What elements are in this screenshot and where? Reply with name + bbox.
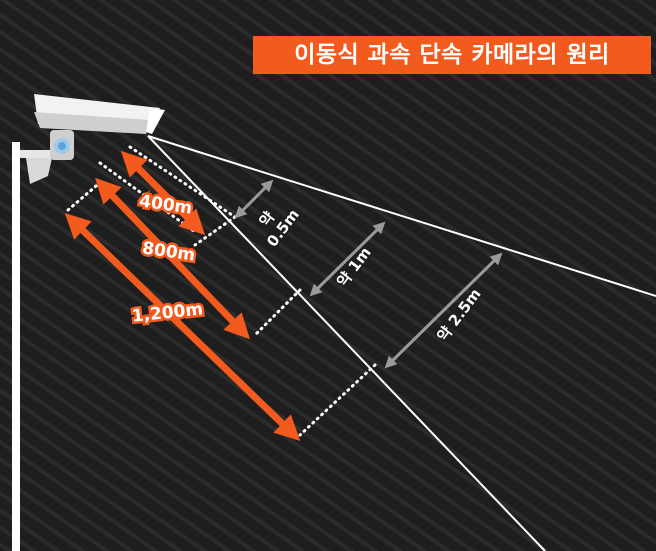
width-arrows	[234, 179, 503, 369]
page-title: 이동식 과속 단속 카메라의 원리	[253, 36, 651, 74]
width-arrow-0-5	[234, 179, 274, 219]
width-label-0-5: 약 0.5m	[249, 195, 303, 250]
width-arrow-1	[309, 221, 386, 297]
speed-camera-icon	[20, 94, 165, 184]
pole-icon	[12, 142, 20, 551]
distance-arrow-1200	[64, 212, 301, 442]
width-arrow-2-5	[384, 252, 503, 369]
distance-arrows	[64, 150, 301, 442]
